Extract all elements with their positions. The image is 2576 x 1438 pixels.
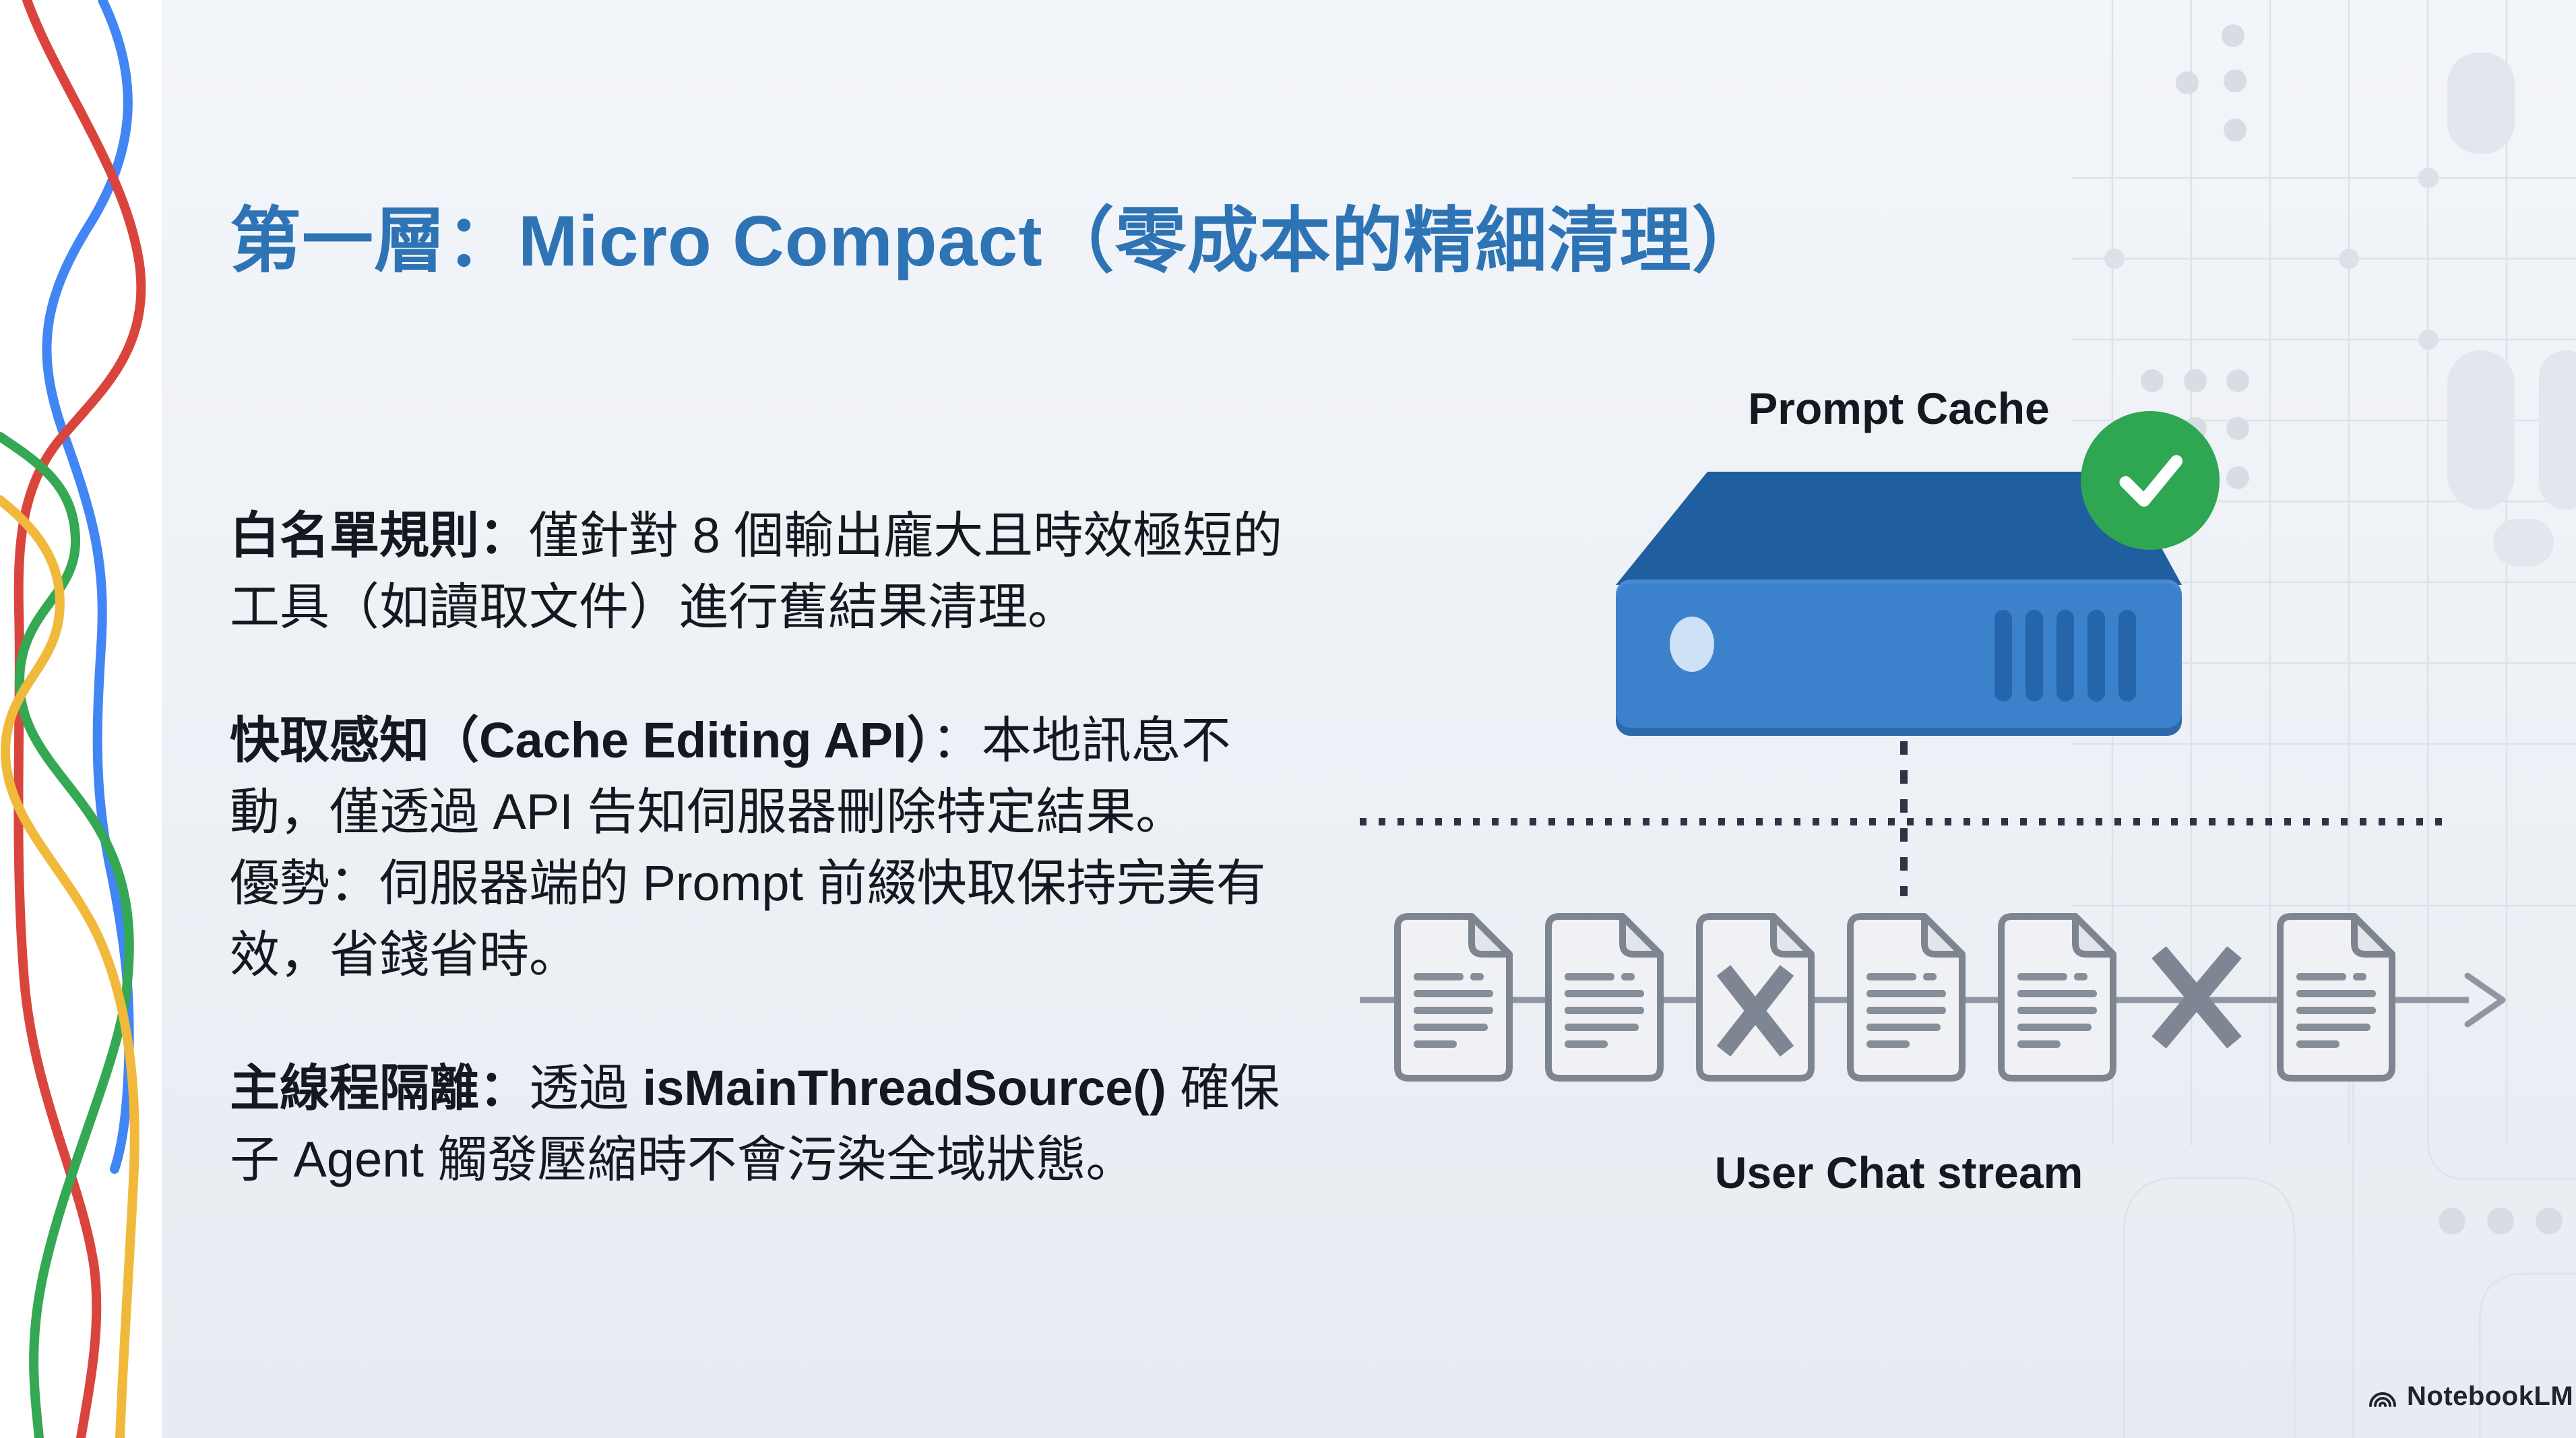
notebooklm-logo-icon — [2369, 1392, 2396, 1407]
body-copy: 白名單規則：僅針對 8 個輸出龐大且時效極短的工具（如讀取文件）進行舊結果清理。… — [230, 500, 1294, 1257]
server-vent-slot — [1994, 610, 2012, 701]
ribbon-red — [13, 0, 146, 1438]
paragraph-text: 透過 — [529, 1060, 643, 1116]
dot-row-bottom — [2439, 1208, 2563, 1234]
delete-x-icon — [2147, 911, 2247, 1084]
server-vent-slot — [2118, 610, 2136, 701]
document-icon — [2275, 911, 2397, 1084]
ribbon-yellow — [0, 495, 139, 1438]
paragraph-text: 僅針對 8 個輸出龐大且時效極短的工具（如讀取文件）進行舊結果清理。 — [230, 507, 1283, 635]
dot-cluster-top — [2176, 24, 2247, 142]
document-icon — [1996, 911, 2118, 1084]
paragraph-lead: 主線程隔離： — [230, 1060, 529, 1116]
paragraph-lead: 白名單規則： — [230, 507, 529, 563]
document-icon — [1392, 911, 1515, 1084]
blob-shapes — [2447, 53, 2576, 566]
delete-x-icon — [1716, 964, 1794, 1057]
ribbon-curves-decoration — [0, 0, 146, 1438]
footer-brand: NotebookLM — [2366, 1380, 2573, 1412]
server-power-light — [1670, 617, 1714, 672]
server-vent-slot — [2025, 610, 2043, 701]
paragraph-main-thread: 主線程隔離：透過 isMainThreadSource() 確保子 Agent … — [230, 1053, 1294, 1195]
document-icon — [1543, 911, 1666, 1084]
paragraph-lead: 快取感知（Cache Editing API） — [230, 712, 932, 768]
chat-stream — [1392, 911, 2397, 1084]
server-vent-slot — [2087, 610, 2105, 701]
arrow-right-icon — [2464, 972, 2506, 1028]
code-term: isMainThreadSource() — [642, 1060, 1166, 1116]
paragraph-cache-editing: 快取感知（Cache Editing API）：本地訊息不動，僅透過 API 告… — [230, 705, 1294, 991]
server-vent-slot — [2056, 610, 2074, 701]
user-chat-stream-label: User Chat stream — [1714, 1148, 2083, 1197]
document-deleted-icon — [1694, 911, 1817, 1084]
paragraph-text: 優勢：伺服器端的 Prompt 前綴快取保持完美有效，省錢省時。 — [230, 855, 1266, 982]
prompt-cache-label: Prompt Cache — [1748, 383, 2050, 433]
check-icon — [2081, 411, 2220, 550]
paragraph-whitelist: 白名單規則：僅針對 8 個輸出龐大且時效極短的工具（如讀取文件）進行舊結果清理。 — [230, 500, 1294, 643]
slide-title: 第一層：Micro Compact（零成本的精細清理） — [230, 201, 1764, 282]
brand-name: NotebookLM — [2407, 1381, 2574, 1411]
ribbon-blue — [42, 0, 134, 1174]
paragraph-text: ：本地訊息不動，僅透過 API 告知伺服器刪除特定結果。 — [230, 712, 1231, 840]
document-icon — [1845, 911, 1968, 1084]
left-ribbon-band — [0, 0, 162, 1438]
paragraph-text: 確保子 Agent 觸發壓縮時不會污染全域狀態。 — [230, 1060, 1280, 1187]
dotted-divider-line — [1360, 818, 2446, 825]
ribbon-green — [0, 432, 134, 1438]
